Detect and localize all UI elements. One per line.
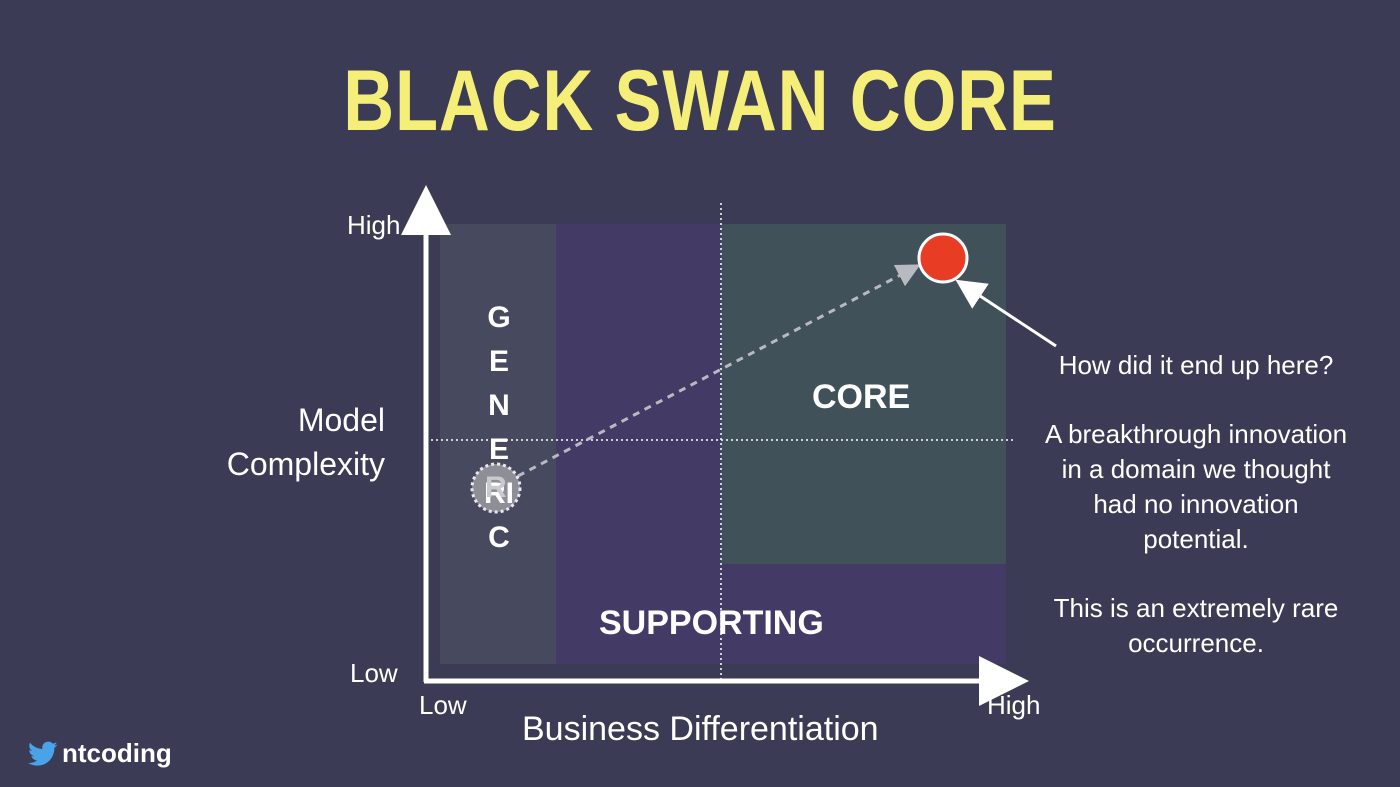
core-region-label: CORE [812,378,911,416]
supporting-region-label: SUPPORTING [599,604,824,642]
generic-region [440,224,556,664]
annotation-pointer [955,279,1057,348]
annotation-explanation: A breakthrough innovation in a domain we… [1044,419,1348,554]
y-axis-tick-low: Low [350,658,398,688]
black-swan-dot [917,232,969,284]
twitter-bird-icon [28,741,58,767]
slide-title: BLACK SWAN CORE [343,53,1057,149]
origin-marker-letter: R [485,471,507,504]
y-axis-label: Model Complexity [135,398,385,486]
trajectory-arrow [517,264,921,478]
annotation-text: How did it end up here? A breakthrough i… [1020,348,1372,695]
y-axis-label-line1: Model [297,402,385,438]
annotation-question: How did it end up here? [1058,350,1334,380]
y-axis-tick-high: High [347,210,401,240]
x-axis-tick-low: Low [419,690,467,720]
generic-region-label: GENERIC [484,301,514,554]
y-axis-label-line2: Complexity [226,446,385,482]
x-axis-tick-high: High [987,690,1041,720]
x-axis-label: Business Differentiation [522,710,879,748]
annotation-note: This is an extremely rare occurrence. [1053,593,1339,658]
twitter-handle[interactable]: ntcoding [28,738,172,769]
twitter-handle-text: ntcoding [62,738,172,768]
origin-marker [470,462,522,514]
